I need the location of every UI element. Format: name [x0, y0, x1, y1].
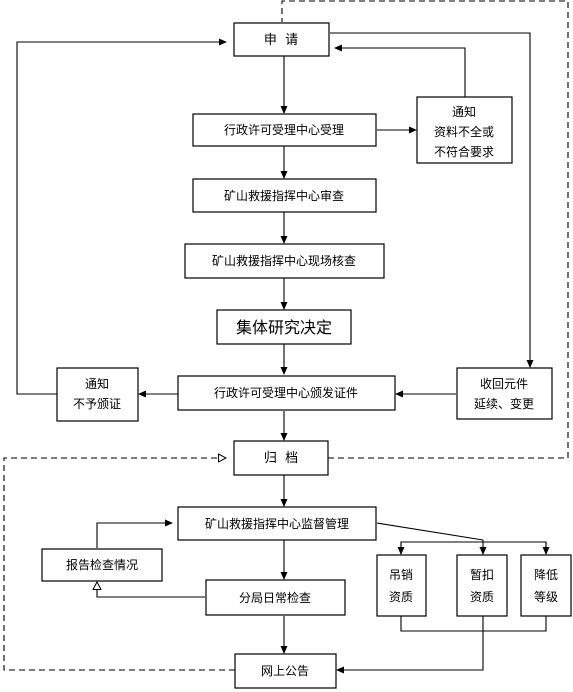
node-admin-accept: 行政许可受理中心受理	[192, 113, 377, 147]
arrow-dailycheck-to-report	[97, 582, 205, 598]
node-downgrade: 降低 等级	[520, 554, 572, 617]
node-suspend-line2: 资质	[470, 590, 494, 604]
node-publish: 网上公告	[234, 653, 337, 689]
node-issue-cert: 行政许可受理中心颁发证件	[177, 375, 396, 411]
node-recall-line2: 延续、变更	[474, 396, 534, 411]
node-revoke-line1: 吊销	[389, 568, 413, 582]
node-issue-cert-label: 行政许可受理中心颁发证件	[214, 385, 358, 400]
node-admin-accept-label: 行政许可受理中心受理	[224, 122, 344, 137]
node-daily-check-label: 分局日常检查	[239, 590, 311, 605]
node-rescue-review: 矿山救援指挥中心审查	[192, 178, 377, 213]
node-recall: 收回元件 延续、变更	[456, 367, 553, 420]
node-notice-incomplete-line3: 不符合要求	[434, 144, 494, 159]
dashed-loop-publish-to-archive	[3, 458, 235, 671]
node-supervise: 矿山救援指挥中心监督管理	[177, 506, 377, 541]
node-suspend-line1: 暂扣	[470, 568, 494, 582]
node-group-decision: 集体研究决定	[216, 309, 352, 345]
node-notice-refuse-line1: 通知	[85, 377, 109, 391]
node-group-decision-label: 集体研究决定	[236, 318, 332, 337]
bracket-penalties	[400, 541, 547, 554]
connector-penalties-bottom	[400, 616, 547, 632]
node-notice-refuse-line2: 不予颁证	[73, 396, 121, 411]
node-notice-incomplete-line2: 资料不全或	[434, 124, 494, 139]
node-suspend: 暂扣 资质	[456, 554, 508, 617]
node-revoke-line2: 资质	[389, 590, 413, 604]
node-publish-label: 网上公告	[261, 664, 309, 678]
node-report-label: 报告检查情况	[66, 557, 138, 572]
arrow-penalties-to-publish	[336, 616, 484, 674]
node-supervise-label: 矿山救援指挥中心监督管理	[205, 516, 349, 531]
node-notice-refuse: 通知 不予颁证	[56, 367, 139, 422]
node-archive: 归 档	[233, 440, 329, 476]
node-report: 报告检查情况	[41, 548, 163, 582]
dashed-loop-archive-to-apply	[281, 0, 569, 459]
node-downgrade-line1: 降低	[534, 568, 558, 582]
node-notice-incomplete-line1: 通知	[452, 105, 476, 119]
connector-supervise-to-penalties	[376, 522, 484, 541]
node-rescue-review-label: 矿山救援指挥中心审查	[224, 188, 344, 203]
node-recall-line1: 收回元件	[480, 377, 528, 391]
node-site-check: 矿山救援指挥中心现场核查	[184, 243, 385, 279]
node-daily-check: 分局日常检查	[205, 579, 346, 616]
node-apply: 申 请	[233, 22, 330, 57]
arrow-report-to-supervise	[96, 519, 173, 548]
node-site-check-label: 矿山救援指挥中心现场核查	[212, 253, 356, 268]
arrow-notice-to-apply	[334, 44, 466, 97]
node-downgrade-line2: 等级	[534, 590, 558, 604]
arrow-apply-to-recall	[330, 32, 534, 368]
node-archive-label: 归 档	[264, 451, 298, 466]
node-apply-label: 申 请	[264, 33, 298, 48]
arrow-refuse-to-apply	[16, 38, 227, 395]
node-notice-incomplete: 通知 资料不全或 不符合要求	[416, 96, 513, 164]
node-revoke: 吊销 资质	[376, 554, 427, 617]
